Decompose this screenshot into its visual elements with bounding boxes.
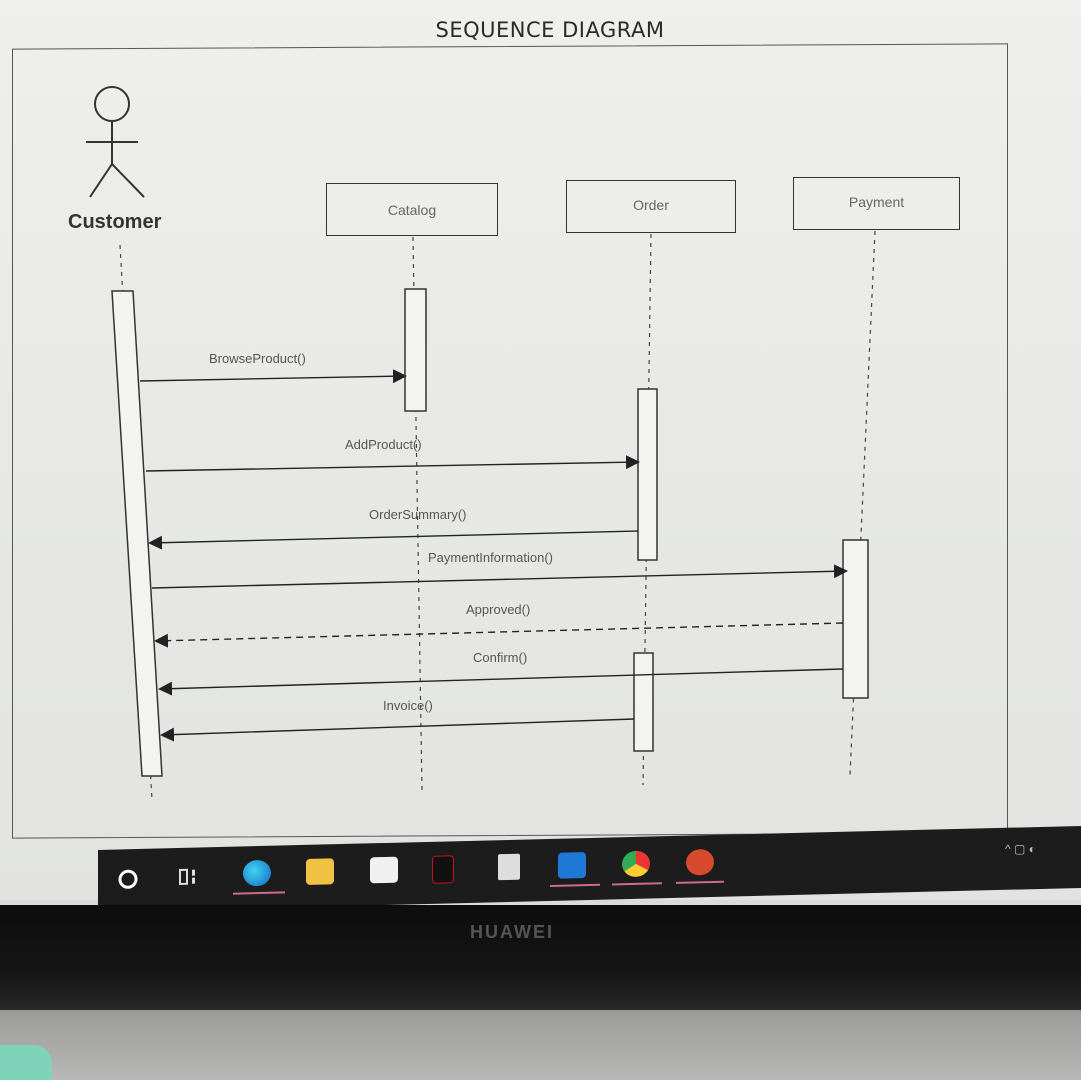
activation-catalog <box>404 288 427 412</box>
desk-surface <box>0 1010 1081 1080</box>
chrome-active-indicator <box>612 882 662 886</box>
actor-stick-figure-icon <box>86 86 145 198</box>
sticker <box>0 1045 52 1080</box>
store-icon[interactable] <box>370 856 398 884</box>
brand-logo: HUAWEI <box>470 922 554 942</box>
message-label-approved: Approved() <box>466 602 531 617</box>
message-label-invoice: Invoice() <box>383 698 433 713</box>
message-label-browse-product: BrowseProduct() <box>209 351 306 366</box>
taskbar <box>98 825 1081 912</box>
file-explorer-icon[interactable] <box>306 858 334 885</box>
message-label-add-product: AddProduct() <box>345 437 422 452</box>
screen: SEQUENCE DIAGRAM Customer Catalog Order … <box>0 0 1081 900</box>
arrow-confirm <box>158 668 844 696</box>
mail-active-indicator <box>550 883 600 887</box>
laptop-bezel <box>0 905 1081 1015</box>
object-box-payment: Payment <box>793 177 960 230</box>
arrow-invoice <box>160 718 635 742</box>
chrome-icon[interactable] <box>622 850 650 878</box>
edge-browser-icon[interactable] <box>243 859 271 887</box>
activation-payment <box>842 539 869 699</box>
arrow-order-summary <box>148 530 639 550</box>
object-box-catalog: Catalog <box>326 183 498 236</box>
edge-active-indicator <box>233 891 285 895</box>
message-label-confirm: Confirm() <box>473 650 528 665</box>
object-box-order: Order <box>566 180 736 233</box>
powerpoint-active-indicator <box>676 880 724 884</box>
arrow-browse-product <box>139 369 407 384</box>
mail-icon[interactable] <box>558 852 586 879</box>
arrow-approved <box>154 622 844 648</box>
app-icon[interactable] <box>498 853 520 881</box>
activation-customer <box>111 290 163 777</box>
arrow-payment-information <box>151 564 848 589</box>
system-tray[interactable]: ^ ▢ ◐ <box>1005 842 1036 856</box>
netflix-icon[interactable] <box>432 855 454 884</box>
task-view-icon[interactable] <box>178 861 206 888</box>
arrow-add-product <box>145 455 640 472</box>
powerpoint-icon[interactable] <box>686 848 714 876</box>
sequence-canvas <box>111 230 876 801</box>
activation-order-2 <box>633 652 654 752</box>
diagram-title: SEQUENCE DIAGRAM <box>435 18 665 42</box>
actor-label-customer: Customer <box>68 211 162 233</box>
message-label-order-summary: OrderSummary() <box>369 507 467 522</box>
activation-order-1 <box>637 388 658 561</box>
message-label-payment-information: PaymentInformation() <box>428 550 553 565</box>
search-circle-icon[interactable] <box>116 863 144 890</box>
